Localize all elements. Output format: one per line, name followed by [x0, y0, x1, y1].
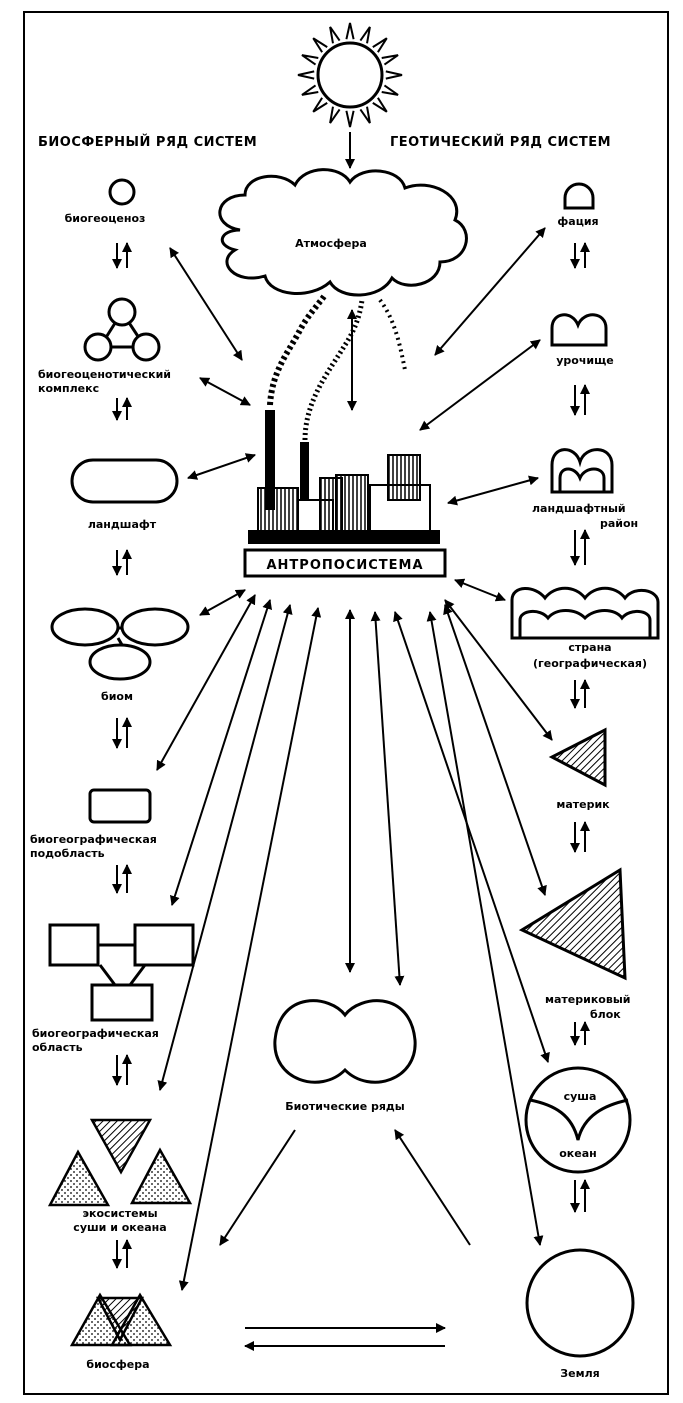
- biotic-series-icon: [273, 999, 417, 1084]
- landscape-label: ландшафт: [88, 518, 157, 531]
- earth-label: Земля: [560, 1367, 599, 1380]
- sun-ray: [381, 84, 399, 96]
- sun-ray: [312, 37, 328, 53]
- land-ocean-icon: [524, 1066, 632, 1174]
- ecosystems-label-2: суши и океана: [73, 1221, 166, 1234]
- right-series-header: ГЕОТИЧЕСКИЙ РЯД СИСТЕМ: [390, 134, 611, 150]
- biogeographic-subregion-label-2: подобласть: [30, 847, 105, 860]
- biogeocenosis-icon: [108, 178, 136, 206]
- biogeographic-region-label-2: область: [32, 1041, 83, 1054]
- biogeographic-subregion-label-1: биогеографическая: [30, 833, 157, 846]
- sun-ray: [301, 54, 319, 66]
- country-label-1: страна: [568, 641, 611, 654]
- landscape-icon: [70, 458, 179, 504]
- interaction-arrow: [199, 589, 246, 616]
- sun-ray: [381, 54, 399, 66]
- sun-icon: [297, 22, 403, 128]
- interaction-arrow: [187, 453, 256, 480]
- biogeographic-region-label-1: биогеографическая: [32, 1027, 159, 1040]
- diagram-frame: [23, 11, 669, 1395]
- sun-ray: [345, 110, 355, 128]
- interaction-arrow: [169, 247, 243, 361]
- interaction-arrow: [454, 578, 506, 602]
- sun-ray: [372, 37, 388, 53]
- antroposystem-label-box: [243, 548, 447, 578]
- sun-ray: [329, 26, 341, 44]
- sun-ray: [385, 70, 403, 80]
- ecosystems-icon: [47, 1118, 193, 1207]
- landscape-district-icon: [550, 448, 614, 494]
- earth-to-biotic-arrow: [394, 1129, 471, 1246]
- biosphere-label: биосфера: [86, 1358, 149, 1371]
- continent-label: материк: [556, 798, 610, 811]
- sun-ray: [372, 97, 388, 113]
- atmosphere-label: Атмосфера: [295, 237, 367, 250]
- interaction-arrow: [447, 475, 539, 506]
- biogeographic-subregion-icon: [88, 788, 152, 824]
- sun-ray: [345, 22, 355, 40]
- atmosphere-cloud-icon: [218, 168, 468, 297]
- land-label: суша: [564, 1090, 597, 1103]
- biogeographic-region-icon: [48, 923, 195, 1022]
- sun-ray: [297, 70, 315, 80]
- biosphere-icon: [69, 1292, 173, 1347]
- factory-icon: [248, 410, 440, 544]
- facies-icon: [563, 182, 595, 210]
- interaction-arrow: [419, 339, 541, 431]
- biome-label: биом: [101, 690, 133, 703]
- interaction-arrow: [178, 607, 322, 1291]
- biogeocenosis-label: биогеоценоз: [65, 212, 146, 225]
- ocean-label: океан: [559, 1147, 597, 1160]
- urochishche-icon: [550, 313, 608, 347]
- biogeocenotic-complex-label-2: комплекс: [38, 382, 99, 395]
- biogeocenotic-complex-icon: [83, 297, 161, 362]
- country-label-2: (географическая): [533, 657, 647, 670]
- continental-block-icon: [518, 867, 627, 981]
- continent-icon: [548, 727, 607, 788]
- antroposystem-label: АНТРОПОСИСТЕМА: [266, 558, 423, 573]
- interaction-arrow: [370, 611, 405, 986]
- country-icon: [510, 586, 660, 640]
- landscape-district-label-2: район: [600, 517, 638, 530]
- facies-label: фация: [557, 215, 598, 228]
- sun-ray: [359, 106, 371, 124]
- interaction-arrow: [434, 227, 546, 356]
- earth-icon: [525, 1248, 635, 1358]
- biogeocenotic-complex-label-1: биогеоценотический: [38, 368, 171, 381]
- interaction-arrows: [156, 227, 553, 1351]
- right-hierarchy-arrows: [570, 242, 590, 1213]
- biome-icon: [50, 607, 190, 681]
- ecosystems-label-1: экосистемы: [82, 1207, 157, 1220]
- sun-ray: [359, 26, 371, 44]
- interaction-arrow: [443, 604, 547, 896]
- sun-ray: [329, 106, 341, 124]
- continental-block-label-2: блок: [590, 1008, 621, 1021]
- left-hierarchy-arrows: [112, 242, 132, 1269]
- biotic-series-label: Биотические ряды: [285, 1100, 405, 1113]
- continental-block-label-1: материковый: [545, 993, 630, 1006]
- interaction-arrow: [199, 377, 251, 406]
- biotic-to-ecosystems-arrow: [219, 1129, 296, 1246]
- landscape-district-label-1: ландшафтный: [532, 502, 626, 515]
- sun-ray: [312, 97, 328, 113]
- left-series-header: БИОСФЕРНЫЙ РЯД СИСТЕМ: [38, 134, 257, 150]
- sun-ray: [301, 84, 319, 96]
- interaction-arrow: [444, 599, 553, 741]
- urochishche-label: урочище: [556, 354, 613, 367]
- smoke-plume: [267, 293, 407, 441]
